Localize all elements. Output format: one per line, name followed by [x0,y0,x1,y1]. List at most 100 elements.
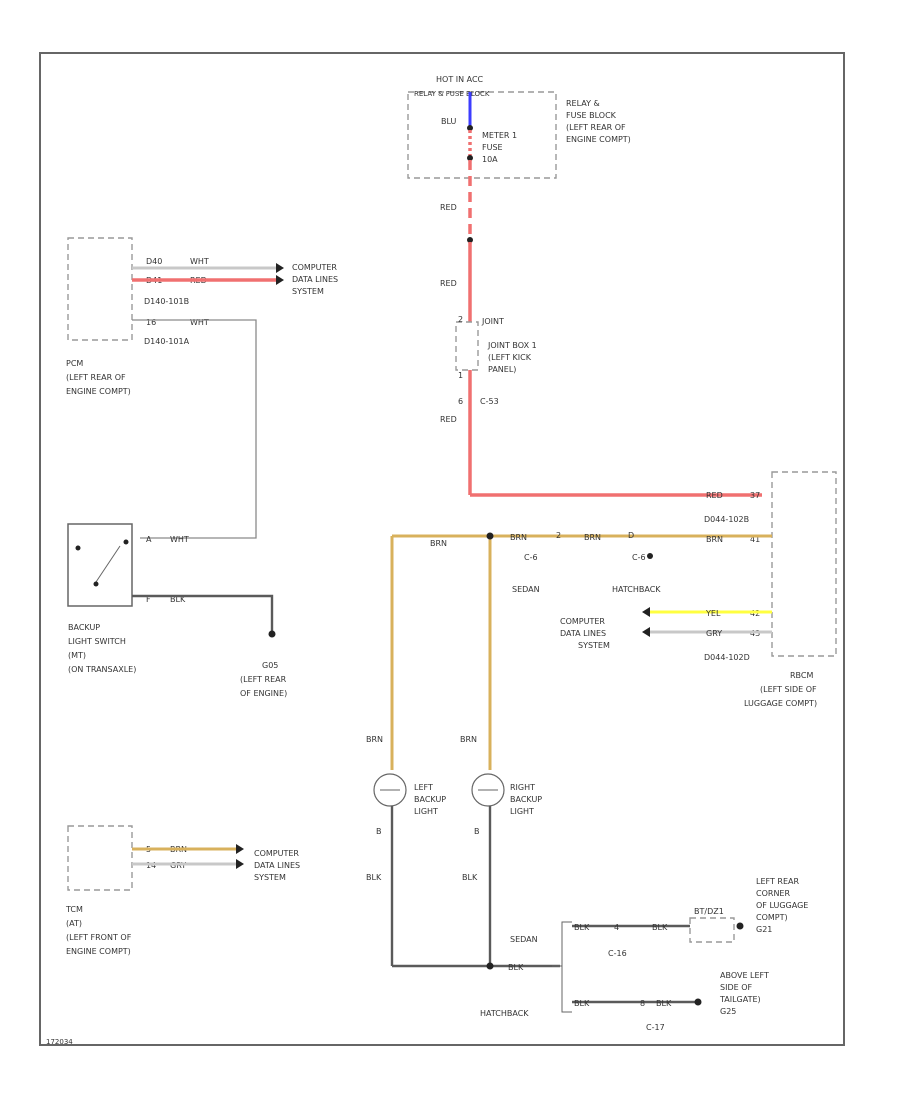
wire-label-brn: BRN [430,539,447,548]
switch-contact [123,539,129,545]
switch-contact [93,581,99,587]
light-pin: B [474,827,480,836]
ground-bracket-outline [689,917,735,943]
pcm-wire: WHT [190,257,209,266]
switch-name: (MT) [68,651,86,660]
fuse-label: METER 1 [482,131,517,140]
data-lines-label: COMPUTER [292,263,337,272]
fuse-block-desc: (LEFT REAR OF [566,123,626,132]
wire-label-brn: BRN [460,735,477,744]
tcm-outline [67,825,133,891]
wire-label-blk: BLK [574,999,590,1008]
wire-label-brn: BRN [366,735,383,744]
connector-label: C-17 [646,1023,665,1032]
g25-text: SIDE OF [720,983,752,992]
data-lines-label: SYSTEM [578,641,610,650]
rbcm-pin: 41 [750,535,760,544]
light-name: BACKUP [414,795,446,804]
arrow-icon [276,275,284,285]
connector-label: C-6 [524,553,538,562]
fuse-label: FUSE [482,143,503,152]
fuse-block-desc: ENGINE COMPT) [566,135,631,144]
tcm-loc: ENGINE COMPT) [66,947,131,956]
wire-label-blk: BLK [462,873,478,882]
wire-label-red: RED [440,203,457,212]
switch-name: (ON TRANSAXLE) [68,665,136,674]
joint-box-name: JOINT BOX 1 [487,341,537,350]
data-lines-label: SYSTEM [254,873,286,882]
ground-dot [268,630,276,638]
rbcm-name: LUGGAGE COMPT) [744,699,817,708]
wire-label-blk: BLK [508,963,524,972]
fuse-block-hot-label: HOT IN ACC [436,75,484,84]
rbcm-outline [771,471,837,657]
wire-label-gry: GRY [706,629,722,638]
pcm-outline [67,237,133,341]
wire-label-brn: BRN [584,533,601,542]
terminal [467,155,473,161]
splice-dot [486,962,494,970]
switch-arm [95,545,121,583]
pin-label: 4 [614,923,619,932]
rbcm-name: RBCM [790,671,813,680]
data-lines-label: DATA LINES [292,275,338,284]
light-name: LEFT [414,783,433,792]
switch-pin: A [146,535,152,544]
ground-dot [694,998,702,1006]
fuse-block-desc: RELAY & [566,99,600,108]
pcm-pin: 16 [146,318,156,327]
connector-label: C-6 [632,553,646,562]
ground-g05-label: G05 [262,661,278,670]
hatchback-label: HATCHBACK [480,1009,529,1018]
fuse-block-outline [407,91,557,179]
tcm-loc: (AT) [66,919,82,928]
sedan-label: SEDAN [512,585,540,594]
g21-text: LEFT REAR [756,877,799,886]
splice-dot [486,532,494,540]
arrow-icon [276,263,284,273]
light-name: LIGHT [414,807,438,816]
arrow-icon [642,607,650,617]
wire-label-red: RED [440,415,457,424]
pin-label: 8 [640,999,645,1008]
joint-box-pin: 6 [458,397,463,406]
tcm-loc: (LEFT FRONT OF [66,933,132,942]
g25-text: G25 [720,1007,736,1016]
g21-text: CORNER [756,889,790,898]
pcm-conn: D140-101B [144,297,189,306]
g21-text: G21 [756,925,772,934]
rbcm-conn: D044-102D [704,653,750,662]
rbcm-pin: 37 [750,491,760,500]
joint-box-pin: 1 [458,371,463,380]
wire-label-blk: BLK [366,873,382,882]
pcm-name: PCM [66,359,83,368]
g25-text: ABOVE LEFT [720,971,769,980]
wire-label-brn: BRN [510,533,527,542]
joint-box-outline [455,321,479,371]
light-name: BACKUP [510,795,542,804]
fuse-label: 10A [482,155,498,164]
light-pin: B [376,827,382,836]
switch-name: BACKUP [68,623,100,632]
data-lines-label: COMPUTER [254,849,299,858]
data-lines-label: COMPUTER [560,617,605,626]
pcm-loc: (LEFT REAR OF [66,373,126,382]
wire-label-red: RED [440,279,457,288]
light-name: RIGHT [510,783,535,792]
arrow-icon [642,627,650,637]
hatchback-label: HATCHBACK [612,585,661,594]
left-backup-light-icon [373,773,407,807]
pcm-wire: WHT [190,318,209,327]
sedan-label: SEDAN [510,935,538,944]
diagram-id: 172034 [46,1038,73,1046]
wire-blk [132,594,274,632]
switch-contact [75,545,81,551]
data-lines-label: SYSTEM [292,287,324,296]
right-backup-light-icon [471,773,505,807]
connector-label: C-16 [608,949,627,958]
joint-box-pin: 2 [458,315,463,324]
ground-label: BT/DZ1 [694,907,724,916]
ground-dot [736,922,744,930]
joint-box-name: (LEFT KICK [488,353,532,362]
pin-label: 2 [556,531,561,540]
